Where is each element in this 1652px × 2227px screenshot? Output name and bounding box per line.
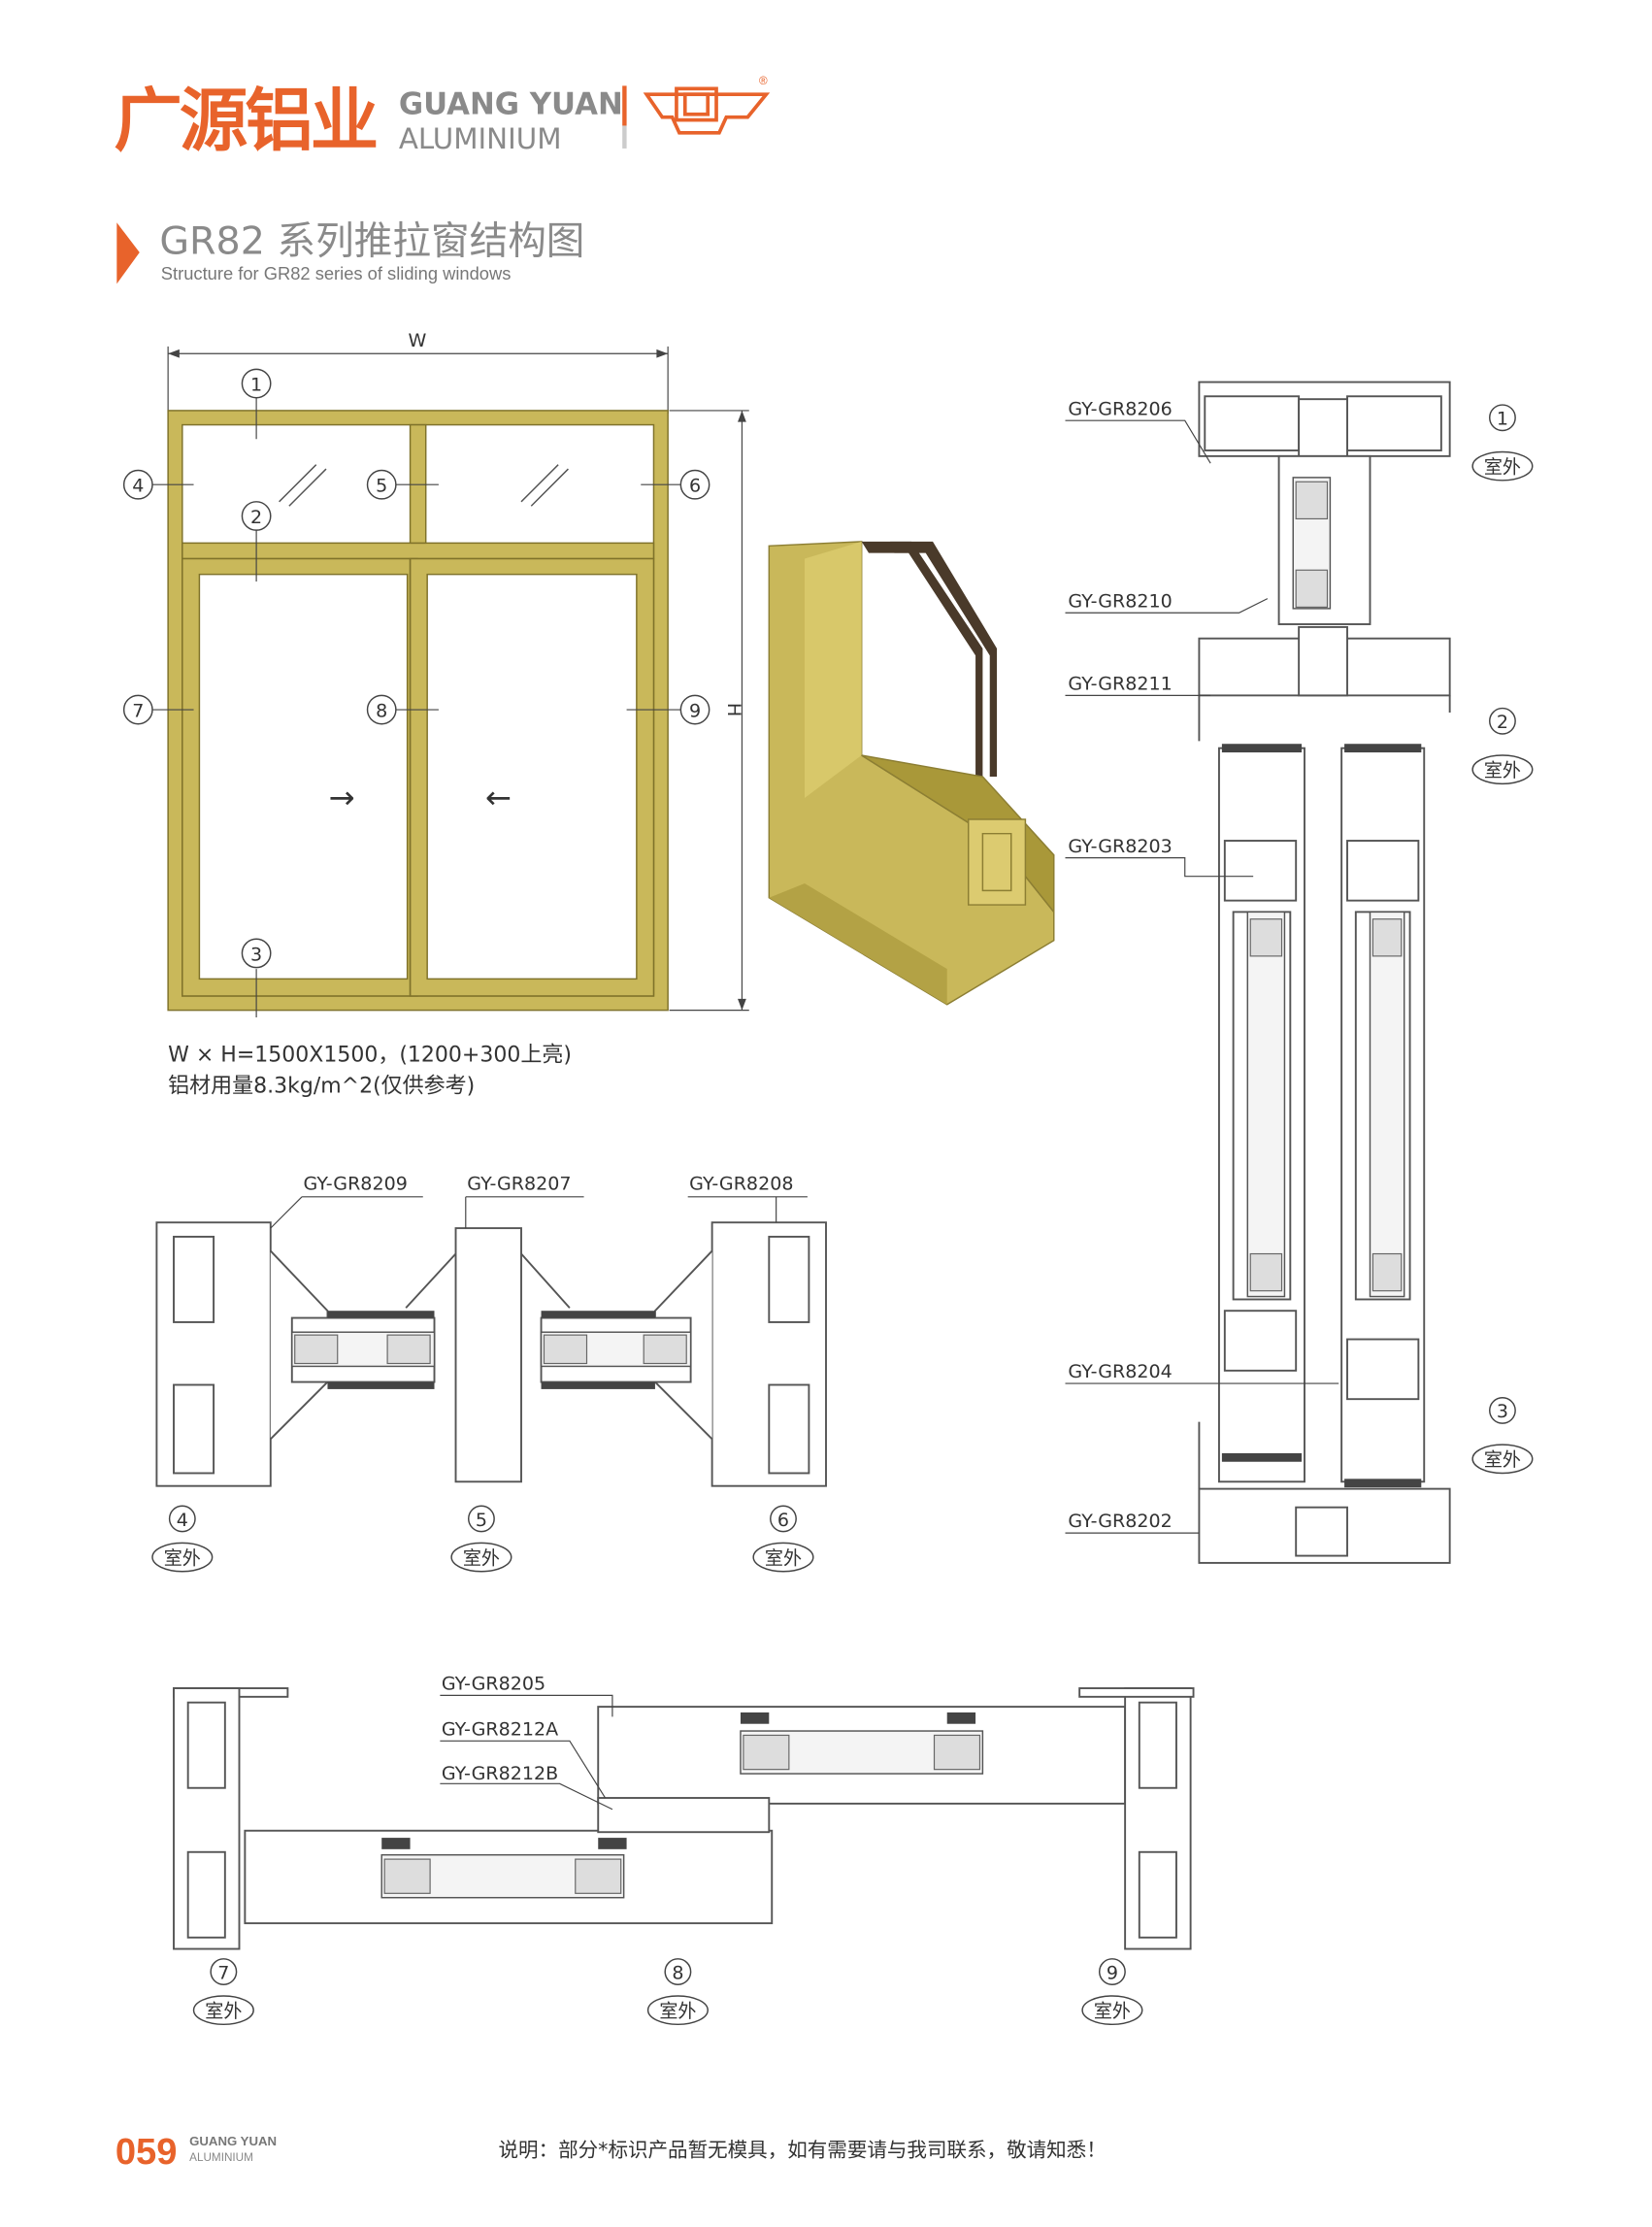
elevation-callout-2: 2: [241, 501, 272, 531]
outdoor-label: 室外: [463, 1547, 500, 1569]
outdoor-label: 室外: [1484, 760, 1521, 781]
gr-logo-icon: GR: [643, 86, 771, 135]
elevation-callout-8: 8: [366, 694, 397, 725]
part-label: GY-GR8211: [1068, 673, 1172, 694]
svg-text:7: 7: [132, 700, 144, 721]
transom-section-drawing: [155, 1221, 827, 1487]
svg-text:3: 3: [250, 944, 262, 965]
section-markers: 1 室外 2 室外 3 室外 4 室外 5 室外 6 室外 7 室外 8 室外 9 室外: [151, 404, 1534, 2026]
part-label: GY-GR8207: [467, 1173, 571, 1194]
sash-part-labels: GY-GR8205 GY-GR8212A GY-GR8212B: [440, 1673, 613, 1811]
svg-text:6: 6: [689, 476, 701, 497]
svg-text:9: 9: [689, 700, 701, 721]
outdoor-label: 室外: [1484, 456, 1521, 478]
vertical-part-labels: GY-GR8206 GY-GR8210 GY-GR8211 GY-GR8203 …: [1065, 398, 1339, 1534]
outdoor-label: 室外: [164, 1547, 201, 1569]
brand-subtitle-en: ALUMINIUM: [399, 122, 562, 155]
svg-text:7: 7: [217, 1962, 229, 1983]
svg-text:3: 3: [1497, 1401, 1508, 1422]
elevation-callout-6: 6: [679, 469, 710, 500]
outdoor-label: 室外: [205, 2001, 242, 2022]
part-label: GY-GR8209: [304, 1173, 408, 1194]
part-label: GY-GR8208: [689, 1173, 793, 1194]
window-elevation: W H → ← 1 2 3 4 5 6 7 8 9 W × H=1500X150…: [122, 330, 749, 1099]
svg-text:5: 5: [476, 1510, 487, 1531]
outdoor-label: 室外: [659, 2001, 696, 2022]
part-label: GY-GR8203: [1068, 836, 1172, 857]
slide-left-arrow: ←: [485, 779, 512, 815]
outdoor-label: 室外: [1484, 1449, 1521, 1471]
elevation-callout-5: 5: [366, 469, 397, 500]
spec-material-usage: 铝材用量8.3kg/m^2(仅供参考): [168, 1075, 475, 1099]
page-title: GR82 系列推拉窗结构图: [159, 219, 584, 264]
svg-text:4: 4: [177, 1510, 188, 1531]
brand-divider-tail: [622, 125, 627, 149]
part-label: GY-GR8210: [1068, 590, 1172, 612]
section-marker-3: 3 室外: [1471, 1396, 1534, 1475]
section-marker-1: 1 室外: [1471, 404, 1534, 482]
section-marker-2: 2 室外: [1471, 707, 1534, 785]
svg-text:2: 2: [250, 507, 262, 528]
elevation-callout-4: 4: [122, 469, 153, 500]
section-marker-9: 9 室外: [1081, 1958, 1143, 2026]
footer-brand: GUANG YUAN: [189, 2134, 277, 2148]
outdoor-label: 室外: [1094, 2001, 1131, 2022]
part-label: GY-GR8206: [1068, 398, 1172, 419]
section-marker-4: 4 室外: [151, 1505, 214, 1573]
brand-name-en: GUANG YUAN: [399, 87, 623, 122]
svg-text:1: 1: [1497, 409, 1508, 430]
corner-3d-render: [768, 541, 1055, 1006]
slide-right-arrow: →: [329, 779, 355, 815]
footer-note: 说明：部分*标识产品暂无模具，如有需要请与我司联系，敬请知悉！: [499, 2139, 1107, 2162]
brand-name-cn: 广源铝业: [114, 82, 376, 161]
section-marker-7: 7 室外: [192, 1958, 254, 2026]
elevation-callout-1: 1: [241, 368, 272, 399]
svg-text:1: 1: [250, 374, 262, 395]
footer: 059 GUANG YUAN ALUMINIUM 说明：部分*标识产品暂无模具，…: [116, 2131, 1107, 2173]
svg-text:8: 8: [672, 1962, 683, 1983]
svg-text:9: 9: [1107, 1962, 1118, 1983]
registered-mark: ®: [759, 75, 768, 87]
svg-text:6: 6: [777, 1510, 789, 1531]
vertical-section-drawing: [1198, 381, 1451, 1564]
svg-text:8: 8: [376, 700, 387, 721]
part-label: GY-GR8202: [1068, 1511, 1172, 1532]
part-label: GY-GR8205: [442, 1673, 545, 1694]
part-label: GY-GR8212A: [442, 1718, 558, 1740]
spec-dimensions: W × H=1500X1500，(1200+300上亮): [168, 1043, 572, 1067]
part-label: GY-GR8204: [1068, 1361, 1172, 1382]
outdoor-label: 室外: [765, 1547, 802, 1569]
section-marker-8: 8 室外: [646, 1958, 709, 2026]
width-label: W: [408, 330, 426, 351]
page-subtitle: Structure for GR82 series of sliding win…: [161, 263, 512, 283]
section-marker-5: 5 室外: [450, 1505, 512, 1573]
section-marker-6: 6 室外: [752, 1505, 814, 1573]
footer-brand-sub: ALUMINIUM: [189, 2151, 253, 2164]
section-title: GR82 系列推拉窗结构图 Structure for GR82 series …: [116, 219, 584, 284]
part-label: GY-GR8212B: [442, 1763, 558, 1784]
title-marker-icon: [116, 222, 140, 284]
elevation-callout-3: 3: [241, 938, 272, 969]
height-label: H: [723, 703, 744, 716]
svg-text:5: 5: [376, 476, 387, 497]
elevation-callout-7: 7: [122, 694, 153, 725]
brand-header: 广源铝业 GUANG YUAN ALUMINIUM GR ®: [114, 75, 771, 161]
page-number: 059: [116, 2131, 178, 2173]
brand-divider: [622, 85, 627, 126]
transom-part-labels: GY-GR8209 GY-GR8207 GY-GR8208: [270, 1173, 808, 1229]
svg-text:2: 2: [1497, 712, 1508, 733]
svg-text:4: 4: [132, 476, 144, 497]
elevation-callout-9: 9: [679, 694, 710, 725]
sash-section-drawing: [173, 1687, 1195, 1950]
